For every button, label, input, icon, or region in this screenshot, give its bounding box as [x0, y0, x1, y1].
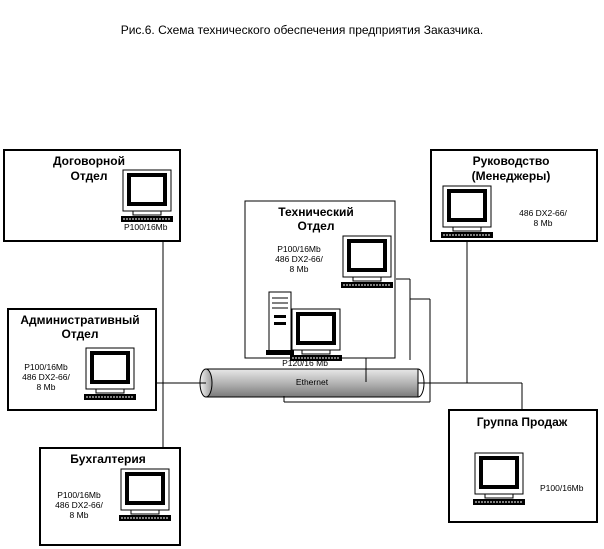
department-contract: Договорной Отдел P100/16Mb — [3, 149, 181, 242]
technical-spec-3: 8 Mb — [290, 264, 309, 274]
admin-spec-2: 486 DX2-66/ — [22, 372, 70, 382]
technical-title-line-1: Технический — [278, 205, 353, 219]
management-title-line-2: (Менеджеры) — [472, 169, 551, 183]
contract-spec: P100/16Mb — [124, 222, 168, 232]
department-sales: Группа Продаж P100/16Mb — [448, 409, 598, 523]
accounting-spec-3: 8 Mb — [70, 510, 89, 520]
department-accounting: Бухгалтерия P100/16Mb 486 DX2-66/ 8 Mb — [39, 447, 181, 546]
diagram-caption: Рис.6. Схема технического обеспечения пр… — [120, 23, 484, 37]
accounting-title-line-1: Бухгалтерия — [70, 452, 146, 466]
admin-spec-3: 8 Mb — [37, 382, 56, 392]
accounting-spec-1: P100/16Mb — [57, 490, 101, 500]
technical-spec-1: P100/16Mb — [277, 244, 321, 254]
department-admin: Административный Отдел P100/16Mb 486 DX2… — [7, 308, 157, 411]
contract-title-line-2: Отдел — [71, 169, 108, 183]
technical-spec-2: 486 DX2-66/ — [275, 254, 323, 264]
management-title-line-1: Руководство — [473, 154, 550, 168]
server-tower-icon — [266, 291, 294, 355]
ethernet-label: Ethernet — [296, 377, 329, 387]
admin-title-line-2: Отдел — [62, 327, 99, 341]
sales-spec: P100/16Mb — [540, 483, 584, 493]
admin-title-line-1: Административный — [20, 313, 139, 327]
management-spec-1: 486 DX2-66/ — [519, 208, 567, 218]
technical-title-line-2: Отдел — [298, 219, 335, 233]
management-spec-2: 8 Mb — [534, 218, 553, 228]
admin-spec-1: P100/16Mb — [24, 362, 68, 372]
sales-title-line-1: Группа Продаж — [477, 415, 568, 429]
department-management: Руководство (Менеджеры) 486 DX2-66/ 8 Mb — [430, 149, 598, 242]
department-technical: Технический Отдел P100/16Mb 486 DX2-66/ … — [244, 200, 396, 368]
technical-server-spec: P120/16 Mb — [282, 358, 328, 368]
contract-title-line-1: Договорной — [53, 154, 125, 168]
accounting-spec-2: 486 DX2-66/ — [55, 500, 103, 510]
